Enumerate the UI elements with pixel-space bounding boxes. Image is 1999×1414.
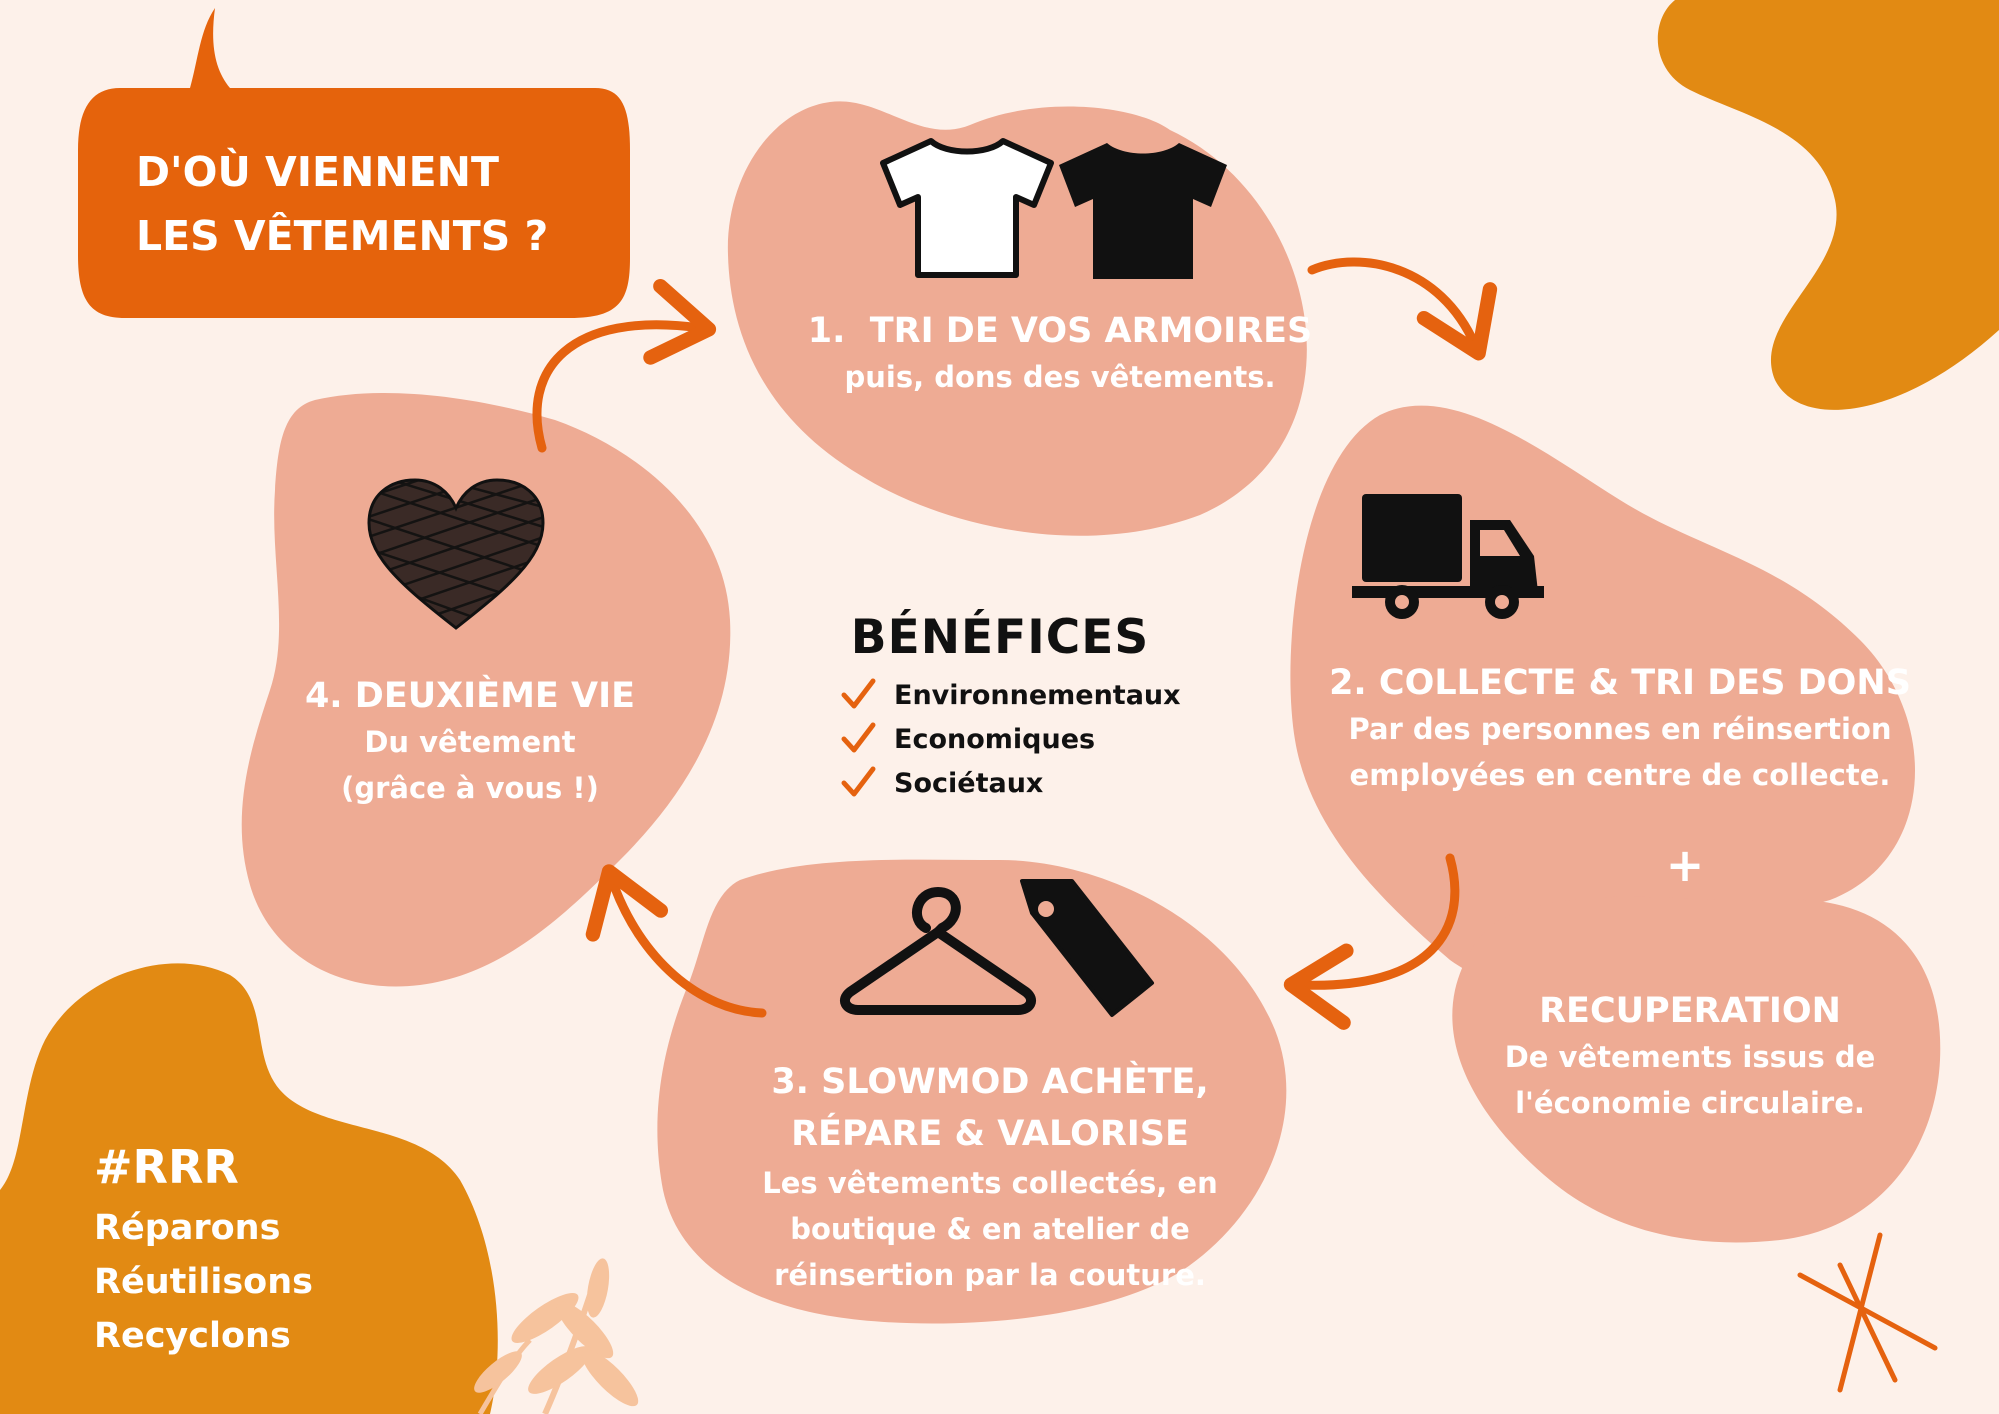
blob-recuperation [1452,896,1941,1243]
benefit-label: Environnementaux [894,679,1181,711]
title-speech-bubble [78,8,630,318]
step-2-heading: 2. COLLECTE & TRI DES DONS [1329,663,1911,703]
arrow-step3-to-step4 [585,864,767,1018]
page-title-line2: LES VÊTEMENTS ? [136,212,549,260]
recuperation-text: RECUPERATION De vêtements issus de l'éco… [1450,988,1930,1126]
step-2-desc-line2: employées en centre de collecte. [1349,758,1891,792]
benefit-item: Environnementaux [838,674,1181,716]
stick-cross-decoration [1797,1232,1938,1393]
benefit-item: Economiques [838,718,1095,760]
arrow-step1-to-step2 [1307,257,1498,361]
checkmark-icon [841,678,876,709]
arrow-step4-to-step1 [532,278,717,453]
scribbled-heart-icon [367,478,545,630]
benefit-item: Sociétaux [838,762,1043,804]
step-4-heading: 4. DEUXIÈME VIE [304,676,636,716]
step-3-heading-line1: 3. SLOWMOD ACHÈTE, [771,1062,1209,1102]
checkmark-icon [841,766,876,797]
step-1-heading: 1. TRI DE VOS ARMOIRES [760,308,1360,354]
plus-sign: + [1665,838,1705,892]
arrow-step2-to-step3 [1283,853,1460,1030]
black-tshirt-icon [1059,143,1227,279]
rrr-item-reparons: Réparons [94,1208,281,1248]
clothes-hanger-icon [840,887,1036,1015]
checkmark-icon [841,722,876,753]
page-title-line1: D'OÙ VIENNENT [136,148,499,196]
hashtag-rrr: #RRR [94,1140,239,1194]
recuperation-desc-line1: De vêtements issus de [1504,1040,1876,1074]
step-3-heading-line2: RÉPARE & VALORISE [791,1114,1189,1154]
ochre-blob-top-right [1657,0,1999,410]
step-4-text: 4. DEUXIÈME VIE Du vêtement (grâce à vou… [270,673,670,811]
price-tag-icon [1020,879,1154,1017]
benefit-label: Sociétaux [894,767,1044,799]
step-1-title: TRI DE VOS ARMOIRES [869,311,1313,351]
rrr-item-reutilisons: Réutilisons [94,1262,313,1302]
benefits-title: BÉNÉFICES [850,610,1150,665]
step-3-text: 3. SLOWMOD ACHÈTE, RÉPARE & VALORISE Les… [690,1056,1290,1298]
ochre-blob-bottom-left [0,963,498,1414]
recuperation-heading: RECUPERATION [1539,991,1841,1031]
blob-step-4 [241,392,731,987]
step-4-desc-line2: (grâce à vous !) [341,771,599,805]
step-4-desc-line1: Du vêtement [364,725,576,759]
delivery-truck-icon [1352,494,1544,619]
step-3-desc-line3: réinsertion par la couture. [774,1258,1206,1292]
step-2-text: 2. COLLECTE & TRI DES DONS Par des perso… [1300,660,1940,798]
benefit-label: Economiques [894,723,1096,755]
step-3-desc-line2: boutique & en atelier de [790,1212,1190,1246]
white-tshirt-icon [880,138,1054,278]
step-1-text: 1. TRI DE VOS ARMOIRES puis, dons des vê… [760,308,1360,400]
step-3-desc-line1: Les vêtements collectés, en [762,1166,1218,1200]
leaf-sprig-decoration [474,1258,639,1414]
step-2-desc-line1: Par des personnes en réinsertion [1348,712,1892,746]
step-1-desc: puis, dons des vêtements. [844,360,1276,394]
step-1-number: 1. [807,311,846,351]
rrr-item-recyclons: Recyclons [94,1316,291,1356]
recuperation-desc-line2: l'économie circulaire. [1515,1086,1865,1120]
page-title: D'OÙ VIENNENT LES VÊTEMENTS ? [136,140,548,268]
